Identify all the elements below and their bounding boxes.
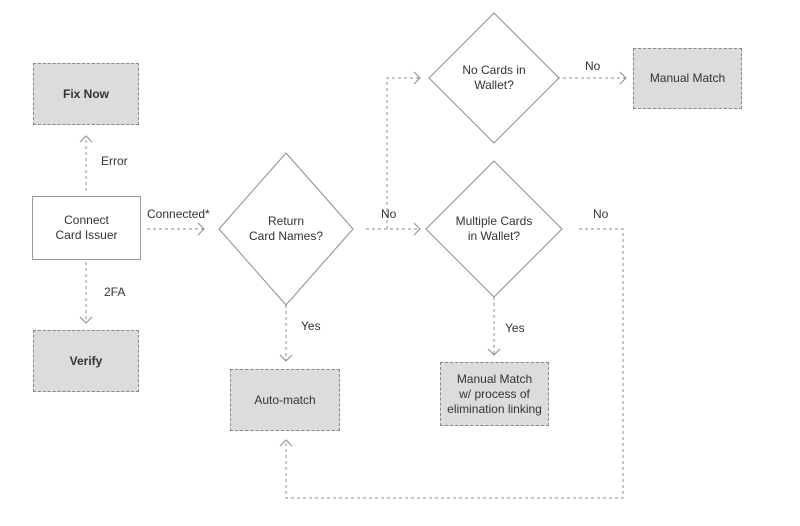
auto-match-label: Auto-match <box>254 392 316 407</box>
no-cards-diamond <box>428 12 560 144</box>
arrowhead-multiple <box>413 222 421 236</box>
verify-box: Verify <box>33 330 139 392</box>
manual-elimination-box: Manual Match w/ process of elimination l… <box>440 362 549 426</box>
edge-label-connected: Connected* <box>147 207 210 221</box>
edge-label-no-multiple: No <box>593 207 609 221</box>
manual-elimination-label: Manual Match w/ process of elimination l… <box>447 371 542 416</box>
arrowhead-auto-match-loop <box>279 439 293 447</box>
arrowhead-auto-match <box>279 354 293 362</box>
arrowhead-no-cards <box>413 71 421 85</box>
manual-match-box: Manual Match <box>633 48 742 109</box>
manual-match-label: Manual Match <box>649 71 726 85</box>
arrowhead-manual-match <box>619 71 627 85</box>
return-names-diamond <box>218 152 354 306</box>
multiple-cards-diamond <box>425 160 563 298</box>
no-cards-label: No Cards in Wallet? <box>462 63 526 92</box>
arrowhead-fix-now <box>79 135 93 143</box>
connect-issuer-box: Connect Card Issuer <box>32 196 141 260</box>
edge-label-yes-multiple: Yes <box>505 321 525 335</box>
connect-issuer-label: Connect Card Issuer <box>55 213 118 242</box>
edge-label-no-return: No <box>381 207 397 221</box>
multiple-cards-label: Multiple Cards in Wallet? <box>455 214 533 243</box>
fix-now-box: Fix Now <box>33 63 139 125</box>
edge-no-loop <box>285 228 624 499</box>
verify-label: Verify <box>69 353 103 368</box>
auto-match-box: Auto-match <box>230 369 340 431</box>
fix-now-label: Fix Now <box>62 86 109 101</box>
arrowhead-return <box>197 222 205 236</box>
arrowhead-manual-elim <box>487 348 501 356</box>
edge-label-no-nocards: No <box>585 59 601 73</box>
edge-label-error: Error <box>101 154 128 168</box>
return-names-label: Return Card Names? <box>248 214 324 243</box>
edge-label-2fa: 2FA <box>104 285 126 299</box>
arrowhead-verify <box>79 316 93 324</box>
edge-no-nocards <box>386 77 420 229</box>
edge-label-yes-return: Yes <box>301 319 321 333</box>
